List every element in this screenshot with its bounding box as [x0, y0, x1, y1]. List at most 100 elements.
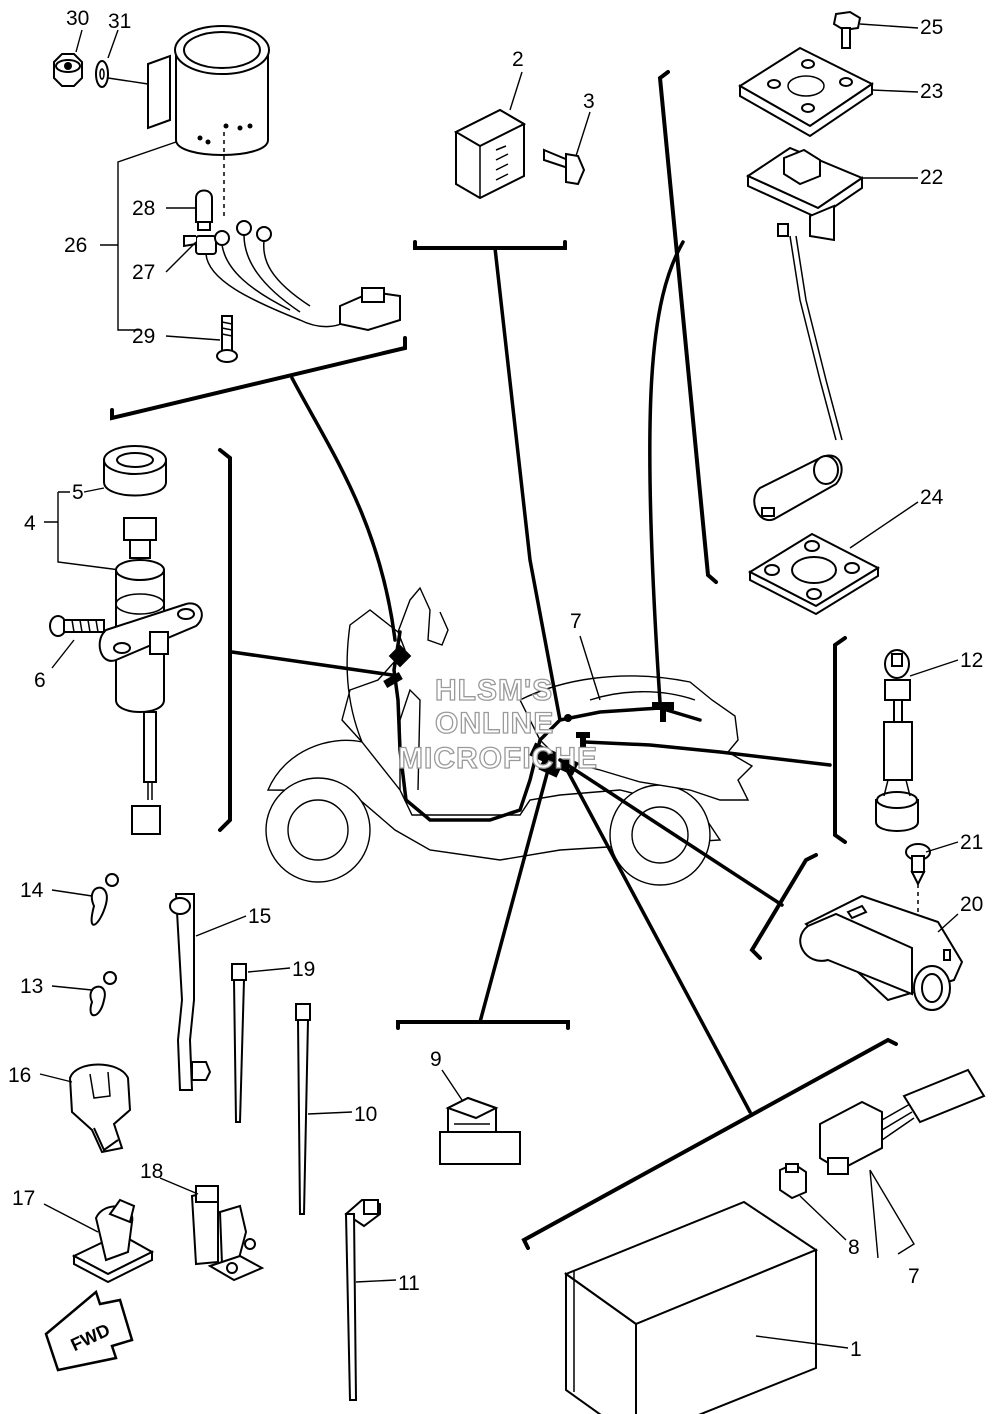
leader-main-switch: [230, 650, 394, 677]
part-15-band[interactable]: [169, 893, 212, 1091]
callout-3: 3: [583, 90, 595, 113]
watermark-line-3: MICROFICHE: [398, 742, 598, 775]
part-19-cable-tie[interactable]: [231, 963, 247, 1123]
fwd-arrow-icon: FWD: [44, 1289, 134, 1372]
callout-25: 25: [920, 16, 943, 39]
part-25-screw[interactable]: [832, 10, 862, 49]
callout-labels: 30 31 2 3 25 23 22 24 28 26 27 29 5 4 6 …: [8, 7, 983, 1361]
harness-clamp-upper: [388, 644, 412, 668]
lead-31-label: [107, 29, 119, 59]
harness-tap-2: [576, 732, 590, 738]
callout-9: 9: [430, 1048, 442, 1071]
harness-tap: [652, 702, 674, 710]
leader-ignition-coil: [558, 758, 784, 907]
watermark-line-1: HLSM'S: [435, 674, 553, 707]
part-27-socket-cord[interactable]: [183, 220, 401, 332]
part-12-sensor[interactable]: [875, 649, 919, 832]
part-23-gasket-plate[interactable]: [738, 46, 874, 138]
part-31-washer[interactable]: [95, 60, 109, 88]
lead-1: [755, 1335, 849, 1349]
bracket-fuel-sender: [657, 70, 718, 584]
lead-11: [355, 1279, 397, 1283]
part-1-battery[interactable]: [563, 1200, 819, 1414]
harness-tap-2-stem: [580, 738, 586, 750]
part-4-main-switch[interactable]: [98, 517, 203, 835]
watermark: HLSM'S ONLINE MICROFICHE: [397, 673, 598, 775]
part-13-clamp[interactable]: [89, 971, 117, 1017]
callout-28: 28: [132, 197, 155, 220]
part-20-ignition-coil[interactable]: [799, 894, 964, 1011]
callout-6: 6: [34, 669, 46, 692]
watermark-line-2: ONLINE: [435, 707, 554, 740]
callout-12: 12: [960, 649, 983, 672]
part-8-fuse[interactable]: [779, 1162, 807, 1200]
lead-15: [195, 915, 247, 937]
lead-3: [575, 111, 591, 157]
lead-6: [51, 639, 75, 669]
part-7-wire-lead[interactable]: [819, 1068, 986, 1175]
callout-24: 24: [920, 486, 944, 509]
lead-8: [799, 1195, 847, 1241]
callout-26: 26: [64, 234, 87, 257]
part-16-clamp[interactable]: [68, 1063, 132, 1154]
lead-24: [849, 501, 919, 549]
callout-16: 16: [8, 1064, 31, 1087]
callout-23: 23: [920, 80, 943, 103]
part-22-fuel-sender-unit[interactable]: [745, 146, 865, 441]
callout-8: 8: [848, 1236, 860, 1259]
part-6-bolt[interactable]: [49, 615, 105, 637]
part-28-bulb[interactable]: [195, 189, 213, 231]
bracket-relay: [396, 1020, 570, 1030]
bracket-26: [117, 141, 177, 331]
part-17-clamp[interactable]: [71, 1198, 155, 1284]
callout-17: 17: [12, 1187, 35, 1210]
wire-harness-path: [392, 630, 702, 822]
lead-23: [871, 89, 919, 93]
callout-20: 20: [960, 893, 983, 916]
leader-fuel-sender: [647, 240, 685, 704]
harness-clamp-lower: [383, 672, 403, 688]
part-26-meter-assembly[interactable]: [147, 25, 270, 218]
harness-node: [564, 714, 572, 722]
part-3-bolt[interactable]: [543, 148, 586, 186]
callout-27: 27: [132, 261, 155, 284]
part-18-holder[interactable]: [190, 1185, 265, 1282]
callout-7-lower: 7: [908, 1265, 920, 1288]
lead-20: [937, 913, 959, 933]
lead-19: [247, 967, 291, 973]
callout-15: 15: [248, 905, 271, 928]
callout-22: 22: [920, 166, 943, 189]
lead-27: [165, 241, 197, 273]
callout-18: 18: [140, 1160, 163, 1183]
part-11-cable-tie[interactable]: [344, 1198, 381, 1401]
part-2-rectifier[interactable]: [453, 108, 527, 200]
lead-31: [107, 77, 149, 85]
bracket-meter: [110, 336, 407, 421]
bracket-main-switch: [218, 448, 232, 832]
callout-10: 10: [354, 1103, 377, 1126]
part-10-cable-tie[interactable]: [295, 1003, 311, 1215]
lead-10: [307, 1111, 353, 1115]
callout-5: 5: [72, 481, 84, 504]
wire-harness-branch: [583, 740, 832, 767]
part-9-relay[interactable]: [439, 1096, 521, 1165]
harness-tap-stem: [660, 708, 666, 722]
part-30-nut[interactable]: [53, 53, 83, 87]
part-29-screw[interactable]: [216, 315, 238, 363]
callout-19: 19: [292, 958, 315, 981]
part-22-float[interactable]: [753, 454, 843, 521]
part-14-clamp[interactable]: [90, 873, 119, 926]
leader-rectifier: [493, 246, 562, 722]
lead-25: [859, 23, 919, 29]
part-24-gasket[interactable]: [747, 532, 881, 616]
part-5-cap[interactable]: [103, 445, 167, 497]
lead-21: [925, 841, 959, 853]
lead-16: [39, 1073, 73, 1083]
lead-18: [159, 1177, 199, 1195]
harness-junction-2: [538, 758, 562, 778]
lead-7-lower: [869, 1169, 915, 1259]
bracket-sensor: [833, 636, 847, 844]
scooter-outline: [265, 586, 754, 886]
callout-4: 4: [24, 512, 36, 535]
